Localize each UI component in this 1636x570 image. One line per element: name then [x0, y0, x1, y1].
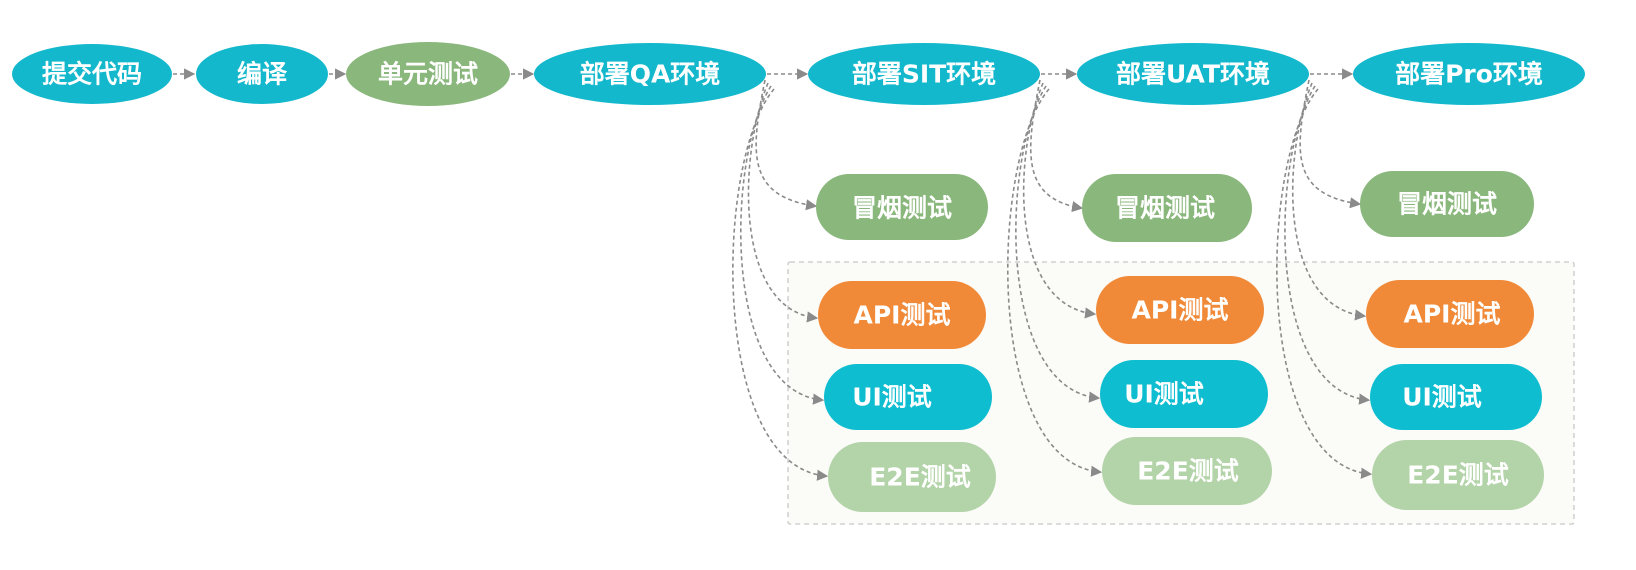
edge-deploy-qa-e2e	[732, 88, 829, 481]
node-deploy-pro: 部署Pro环境	[1353, 43, 1585, 105]
edge-deploy-qa-api	[747, 82, 819, 323]
edge-deploy-uat-api	[1291, 82, 1367, 321]
node-sit-smoke: 冒烟测试	[1082, 174, 1252, 242]
edge-deploy-sit-api	[1022, 82, 1097, 319]
node-uat-smoke: 冒烟测试	[1360, 171, 1534, 237]
node-deploy-qa: 部署QA环境	[534, 43, 766, 105]
node-qa-e2e-label: E2E测试	[869, 463, 971, 492]
node-sit-ui-label: UI测试	[1124, 380, 1204, 409]
node-commit-label: 提交代码	[42, 60, 142, 89]
node-qa-api-label: API测试	[854, 301, 951, 330]
node-sit-smoke-label: 冒烟测试	[1115, 194, 1215, 223]
node-uat-e2e: E2E测试	[1372, 440, 1544, 510]
node-qa-api: API测试	[818, 281, 986, 349]
node-sit-smoke-shape	[1082, 174, 1252, 242]
node-qa-smoke-shape	[816, 174, 988, 240]
node-sit-api: API测试	[1096, 276, 1264, 344]
node-uat-api-label: API测试	[1404, 300, 1501, 329]
node-uat-ui-shape	[1370, 364, 1542, 430]
node-sit-ui-shape	[1100, 360, 1268, 428]
node-uat-ui-label: UI测试	[1402, 383, 1482, 412]
node-sit-e2e-label: E2E测试	[1137, 457, 1239, 486]
node-unit-test: 单元测试	[346, 42, 510, 106]
node-build-shape	[196, 44, 328, 104]
node-qa-ui: UI测试	[824, 364, 992, 430]
node-uat-ui: UI测试	[1370, 364, 1542, 430]
node-sit-ui: UI测试	[1100, 360, 1268, 428]
node-uat-api: API测试	[1366, 280, 1534, 348]
node-commit: 提交代码	[12, 44, 172, 104]
node-uat-smoke-label: 冒烟测试	[1397, 190, 1497, 219]
node-deploy-uat-shape	[1077, 43, 1309, 105]
edge-deploy-sit-ui	[1015, 85, 1101, 403]
node-deploy-pro-label: 部署Pro环境	[1395, 60, 1543, 89]
node-qa-ui-shape	[824, 364, 992, 430]
edge-deploy-qa-ui	[739, 85, 825, 405]
node-qa-e2e: E2E测试	[828, 442, 996, 512]
node-deploy-uat: 部署UAT环境	[1077, 43, 1309, 105]
node-qa-ui-label: UI测试	[852, 383, 932, 412]
node-deploy-qa-shape	[534, 43, 766, 105]
node-uat-e2e-label: E2E测试	[1407, 461, 1509, 490]
node-sit-api-shape	[1096, 276, 1264, 344]
node-build: 编译	[196, 44, 328, 104]
node-deploy-sit: 部署SIT环境	[808, 43, 1040, 105]
node-qa-api-shape	[818, 281, 986, 349]
node-uat-api-shape	[1366, 280, 1534, 348]
node-sit-e2e-shape	[1102, 437, 1272, 505]
node-uat-e2e-shape	[1372, 440, 1544, 510]
node-sit-e2e: E2E测试	[1102, 437, 1272, 505]
node-unit-test-shape	[346, 42, 510, 106]
edge-deploy-uat-ui	[1284, 85, 1371, 405]
node-qa-smoke: 冒烟测试	[816, 174, 988, 240]
node-deploy-sit-label: 部署SIT环境	[852, 60, 996, 89]
node-qa-smoke-label: 冒烟测试	[852, 194, 952, 223]
node-qa-e2e-shape	[828, 442, 996, 512]
node-build-label: 编译	[237, 60, 288, 89]
node-sit-api-label: API测试	[1132, 296, 1229, 325]
node-deploy-uat-label: 部署UAT环境	[1116, 60, 1270, 89]
node-unit-test-label: 单元测试	[378, 60, 478, 89]
node-deploy-sit-shape	[808, 43, 1040, 105]
node-deploy-qa-label: 部署QA环境	[580, 60, 721, 89]
node-deploy-pro-shape	[1353, 43, 1585, 105]
node-uat-smoke-shape	[1360, 171, 1534, 237]
node-commit-shape	[12, 44, 172, 104]
edges	[173, 68, 1373, 481]
